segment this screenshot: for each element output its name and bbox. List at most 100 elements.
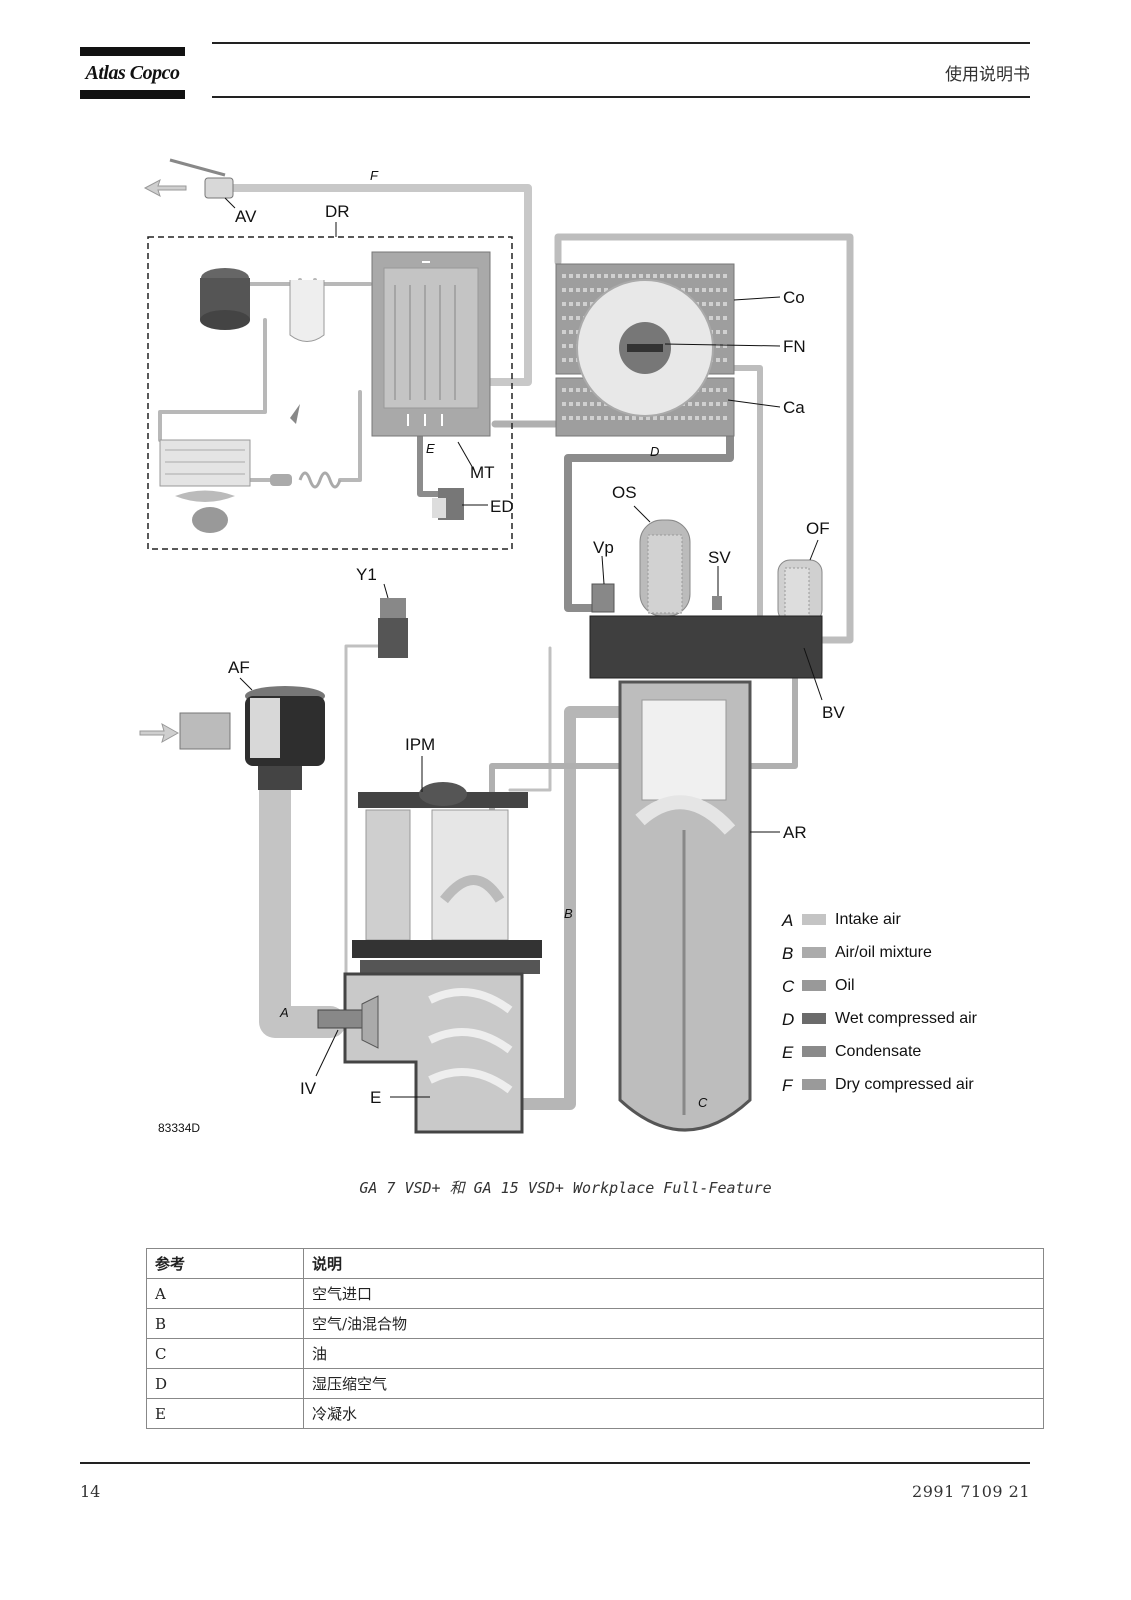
legend-swatch bbox=[802, 1079, 826, 1090]
description-cell: 空气/油混合物 bbox=[303, 1308, 1044, 1339]
air-receiver bbox=[618, 680, 752, 1132]
table-row: B 空气/油混合物 bbox=[146, 1308, 1044, 1339]
reference-cell: E bbox=[146, 1398, 304, 1429]
refrigerant-circuit bbox=[159, 268, 342, 533]
column-header-reference: 参考 bbox=[146, 1248, 304, 1279]
pipe-wet-air bbox=[564, 426, 734, 612]
description-cell: 油 bbox=[303, 1338, 1044, 1369]
description-cell: 湿压缩空气 bbox=[303, 1368, 1044, 1399]
pipe-dry-air-outlet bbox=[221, 184, 532, 386]
oil-separator bbox=[639, 519, 691, 617]
reference-table: 参考 说明 A 空气进口 B 空气/油混合物 C 油 D 湿压缩空气 E 冷凝水 bbox=[146, 1248, 1044, 1429]
legend-key: B bbox=[782, 944, 793, 963]
air-filter bbox=[179, 686, 325, 790]
label-dr: DR bbox=[325, 202, 350, 221]
legend-item: A Intake air bbox=[781, 911, 901, 930]
pipe-control-line bbox=[344, 644, 552, 1020]
legend-label: Oil bbox=[835, 977, 855, 994]
label-iv: IV bbox=[300, 1079, 317, 1098]
label-co: Co bbox=[783, 288, 805, 307]
label-sv: SV bbox=[708, 548, 731, 567]
header-rule-top bbox=[212, 42, 1030, 44]
description-cell: 冷凝水 bbox=[303, 1398, 1044, 1429]
flow-label-b: B bbox=[564, 906, 573, 921]
reference-cell: D bbox=[146, 1368, 304, 1399]
legend-label: Intake air bbox=[835, 911, 901, 928]
reference-cell: C bbox=[146, 1338, 304, 1369]
figure-id: 83334D bbox=[158, 1121, 200, 1135]
legend-key: D bbox=[782, 1010, 794, 1029]
legend-label: Air/oil mixture bbox=[835, 944, 932, 961]
air-valve bbox=[169, 158, 234, 199]
motor-ipm bbox=[352, 782, 542, 958]
page-number: 14 bbox=[80, 1482, 101, 1501]
flow-labels: F E D B A C bbox=[279, 168, 708, 1110]
label-ar: AR bbox=[783, 823, 807, 842]
pipe-condensate-drain bbox=[417, 433, 441, 497]
figure-caption: GA 7 VSD+ 和 GA 15 VSD+ Workplace Full-Fe… bbox=[359, 1179, 772, 1197]
flow-label-e: E bbox=[426, 441, 435, 456]
minimum-pressure-valve bbox=[591, 583, 615, 613]
label-ca: Ca bbox=[783, 398, 805, 417]
pipe-air-oil-mixture bbox=[514, 706, 628, 1110]
reference-cell: A bbox=[146, 1278, 304, 1309]
compressor-flow-diagram: AV DR Co FN Ca MT ED OS Vp SV OF Y1 BV A… bbox=[139, 158, 978, 1135]
component-labels: AV DR Co FN Ca MT ED OS Vp SV OF Y1 BV A… bbox=[228, 202, 845, 1107]
logo-text: Atlas Copco bbox=[85, 62, 180, 84]
legend-swatch bbox=[802, 914, 826, 925]
header-rule-bottom bbox=[212, 96, 1030, 98]
description-cell: 空气进口 bbox=[303, 1278, 1044, 1309]
compressor-element bbox=[343, 960, 540, 1134]
flow-label-c: C bbox=[698, 1095, 708, 1110]
document-title: 使用说明书 bbox=[945, 65, 1030, 85]
inlet-arrow-icon bbox=[139, 722, 180, 744]
label-av: AV bbox=[235, 207, 257, 226]
label-bv: BV bbox=[822, 703, 845, 722]
pipes bbox=[158, 184, 854, 1110]
legend-swatch bbox=[802, 947, 826, 958]
drain-valve bbox=[432, 488, 464, 520]
manifold-block bbox=[589, 615, 823, 679]
table-row: A 空气进口 bbox=[146, 1278, 1044, 1309]
label-of: OF bbox=[806, 519, 830, 538]
legend-label: Condensate bbox=[835, 1043, 921, 1060]
legend-label: Dry compressed air bbox=[835, 1076, 974, 1093]
pipe-intake-air bbox=[259, 744, 346, 1038]
label-os: OS bbox=[612, 483, 637, 502]
legend-label: Wet compressed air bbox=[835, 1010, 978, 1027]
legend-swatch bbox=[802, 980, 826, 991]
oil-filter bbox=[777, 559, 823, 623]
label-fn: FN bbox=[783, 337, 806, 356]
solenoid-valve bbox=[378, 598, 408, 658]
legend-swatch bbox=[802, 1046, 826, 1057]
table-row: D 湿压缩空气 bbox=[146, 1368, 1044, 1399]
flow-arrows bbox=[139, 178, 187, 744]
legend-key: C bbox=[782, 977, 795, 996]
atlas-copco-logo: Atlas Copco bbox=[80, 47, 185, 99]
pipe-oil-return bbox=[727, 365, 763, 627]
dryer-boundary bbox=[147, 236, 513, 550]
footer-rule bbox=[80, 1462, 1030, 1464]
table-row: E 冷凝水 bbox=[146, 1398, 1044, 1429]
label-y1: Y1 bbox=[356, 565, 377, 584]
legend-item: D Wet compressed air bbox=[782, 1010, 978, 1029]
label-vp: Vp bbox=[593, 538, 614, 557]
label-ipm: IPM bbox=[405, 735, 435, 754]
legend-key: E bbox=[782, 1043, 794, 1062]
legend: A Intake air B Air/oil mixture C Oil D W… bbox=[781, 911, 978, 1095]
legend-swatch bbox=[802, 1013, 826, 1024]
legend-item: F Dry compressed air bbox=[782, 1076, 974, 1095]
legend-key: A bbox=[781, 911, 793, 930]
column-header-description: 说明 bbox=[303, 1248, 1044, 1279]
inlet-valve bbox=[317, 995, 379, 1049]
document-number: 2991 7109 21 bbox=[912, 1482, 1030, 1501]
pipe-cooler-loop bbox=[554, 233, 854, 644]
oil-cooler-and-aftercooler bbox=[555, 263, 735, 437]
table-header-row: 参考 说明 bbox=[146, 1248, 1044, 1279]
label-mt: MT bbox=[470, 463, 495, 482]
outlet-arrow-icon bbox=[143, 178, 187, 198]
dryer-heat-exchanger bbox=[371, 251, 491, 437]
label-ed: ED bbox=[490, 497, 514, 516]
flow-label-a: A bbox=[279, 1005, 289, 1020]
flow-label-f: F bbox=[370, 168, 379, 183]
